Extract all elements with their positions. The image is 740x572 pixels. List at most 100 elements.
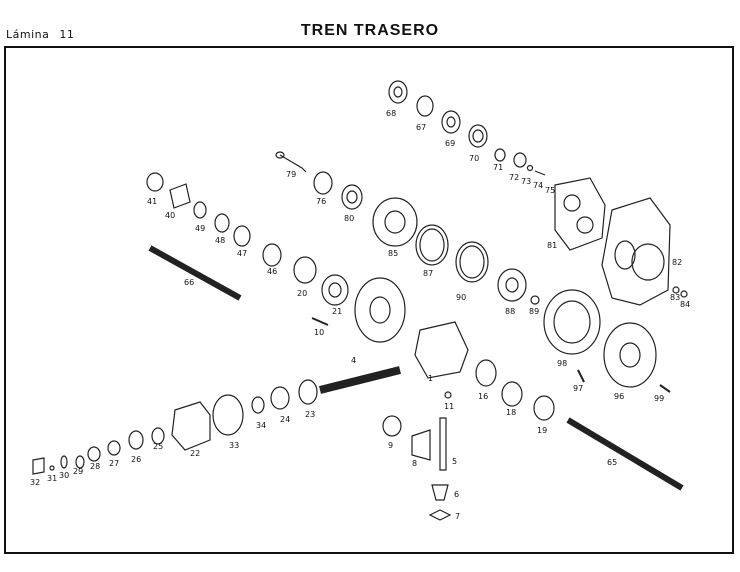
ring-48-shape: [214, 213, 230, 233]
gear-47-shape: [233, 225, 251, 247]
part-label-82: 82: [672, 258, 682, 267]
part-label-28: 28: [90, 462, 100, 471]
nut-89-shape: [530, 295, 540, 305]
gear-6-shape: [431, 484, 449, 501]
part-label-20: 20: [297, 289, 307, 298]
part-label-67: 67: [416, 123, 426, 132]
part-label-68: 68: [386, 109, 396, 118]
ring-25-shape: [151, 427, 165, 445]
part-label-96: 96: [614, 392, 624, 401]
nut-32-shape: [32, 457, 45, 475]
ring-90-shape: [455, 241, 489, 283]
part-label-1: 1: [428, 374, 433, 383]
part-label-81: 81: [547, 241, 557, 250]
part-label-11: 11: [444, 402, 454, 411]
nut-11-shape: [444, 391, 452, 399]
part-label-76: 76: [316, 197, 326, 206]
bolt-99-shape: [659, 384, 671, 393]
part-label-71: 71: [493, 163, 503, 172]
gear-70-shape: [468, 124, 488, 148]
part-label-74: 74: [533, 181, 543, 190]
differential-1-shape: [414, 321, 469, 379]
block-7-shape: [428, 509, 452, 521]
part-label-31: 31: [47, 474, 57, 483]
bearing-16-shape: [475, 359, 497, 387]
bearing-80-shape: [341, 184, 363, 210]
bearing-24-shape: [270, 386, 290, 410]
part-label-29: 29: [73, 467, 83, 476]
part-label-84: 84: [680, 300, 690, 309]
fork-79-shape: [279, 154, 307, 173]
part-label-4: 4: [351, 356, 356, 365]
ring-20-shape: [293, 256, 317, 284]
part-label-40: 40: [165, 211, 175, 220]
part-label-87: 87: [423, 269, 433, 278]
diagram-frame: [4, 46, 734, 554]
gasket-81-shape: [554, 177, 606, 251]
ring-30-shape: [60, 455, 68, 469]
part-label-27: 27: [109, 459, 119, 468]
sheet-label: Lámina 11: [6, 28, 74, 41]
bolt-97-shape: [577, 369, 585, 383]
part-label-47: 47: [237, 249, 247, 258]
part-label-70: 70: [469, 154, 479, 163]
ring-87-shape: [415, 224, 449, 266]
housing-82-shape: [601, 197, 671, 306]
part-label-49: 49: [195, 224, 205, 233]
ring-27-shape: [107, 440, 121, 456]
washer-71-shape: [494, 148, 506, 162]
part-label-80: 80: [344, 214, 354, 223]
sleeve-40-shape: [169, 183, 191, 209]
ring-76-shape: [313, 171, 333, 195]
shaft-66-shape: [148, 245, 242, 301]
part-label-73: 73: [521, 177, 531, 186]
flange-96-shape: [603, 322, 657, 388]
sheet-label-text: Lámina: [6, 28, 50, 41]
sheet-number: 11: [59, 28, 75, 41]
axle-65-shape: [566, 417, 684, 491]
part-label-19: 19: [537, 426, 547, 435]
pinion-shaft-4-shape: [319, 366, 401, 394]
ring-28-shape: [87, 446, 101, 462]
part-label-9: 9: [388, 441, 393, 450]
bearing-26-shape: [128, 430, 144, 450]
part-label-75: 75: [545, 186, 555, 195]
part-label-65: 65: [607, 458, 617, 467]
pin-74-shape: [534, 170, 546, 176]
part-label-10: 10: [314, 328, 324, 337]
part-label-16: 16: [478, 392, 488, 401]
part-label-46: 46: [267, 267, 277, 276]
part-label-33: 33: [229, 441, 239, 450]
bolt-10-shape: [311, 317, 329, 326]
part-label-18: 18: [506, 408, 516, 417]
gear-85-shape: [372, 197, 418, 247]
crown-wheel-4-shape: [354, 277, 406, 343]
washer-84-shape: [680, 290, 688, 298]
ring-72-shape: [513, 152, 527, 168]
part-label-32: 32: [30, 478, 40, 487]
washer-29-shape: [75, 455, 85, 469]
part-label-8: 8: [412, 459, 417, 468]
bearing-21-shape: [321, 274, 349, 306]
flange-22-shape: [171, 401, 211, 451]
part-label-83: 83: [670, 293, 680, 302]
pin-5-shape: [439, 417, 447, 471]
part-label-22: 22: [190, 449, 200, 458]
part-label-7: 7: [455, 512, 460, 521]
nut-73-shape: [526, 164, 534, 172]
carrier-88-shape: [497, 268, 527, 302]
ring-49-shape: [193, 201, 207, 219]
part-label-6: 6: [454, 490, 459, 499]
gear-23-shape: [298, 379, 318, 405]
part-label-24: 24: [280, 415, 290, 424]
page-title: TREN TRASERO: [300, 22, 440, 39]
part-label-23: 23: [305, 410, 315, 419]
part-label-88: 88: [505, 307, 515, 316]
part-label-72: 72: [509, 173, 519, 182]
washer-9-shape: [382, 415, 402, 437]
part-label-98: 98: [557, 359, 567, 368]
part-label-79: 79: [286, 170, 296, 179]
part-label-89: 89: [529, 307, 539, 316]
screw-83-shape: [672, 286, 680, 294]
